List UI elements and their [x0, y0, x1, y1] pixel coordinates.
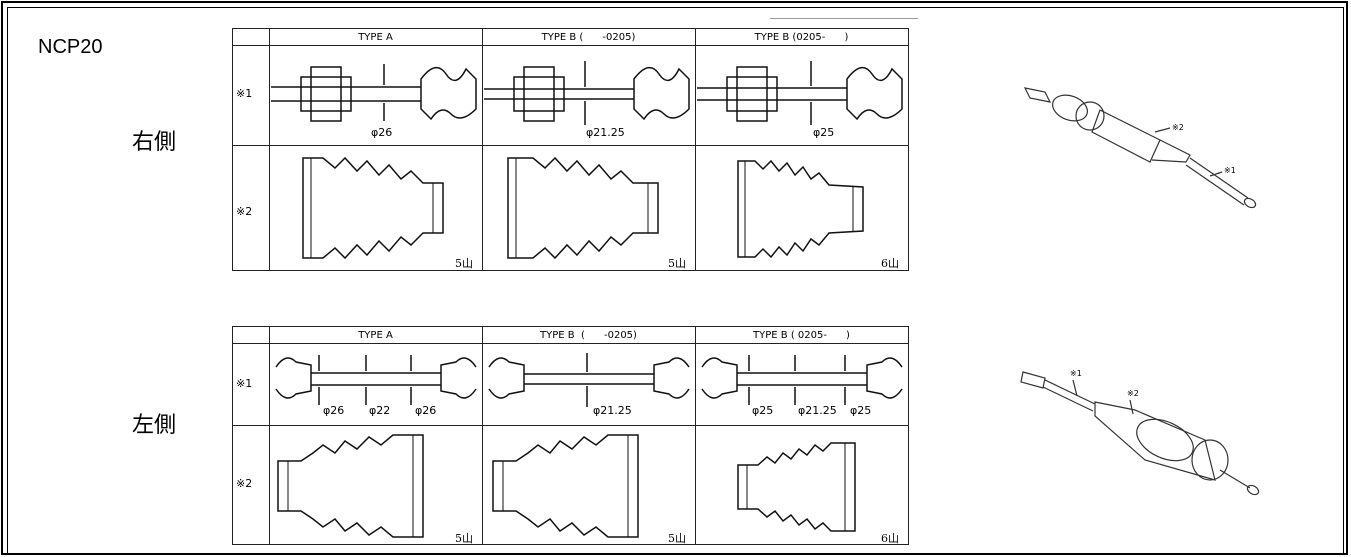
left-count-b-new: 6山: [881, 532, 899, 545]
left-drive-shaft-illustration: ※1 ※2: [1020, 369, 1260, 496]
left-dim-a-1: φ26: [323, 404, 345, 417]
left-shaft-drawing-b-old: [488, 353, 690, 407]
right-count-b-new: 6山: [881, 257, 899, 270]
right-count-a: 5山: [455, 257, 473, 270]
right-boot-drawing-b-old: [507, 156, 659, 260]
left-table: TYPE A TYPE B ( -0205) TYPE B ( 0205- ) …: [232, 326, 909, 545]
inner-frame: [7, 7, 1344, 555]
right-header-type-b-old: TYPE B ( -0205): [541, 32, 636, 43]
right-table: TYPE A TYPE B ( -0205) TYPE B (0205- ) ※…: [232, 28, 909, 271]
left-boot-drawing-b-new: [737, 442, 856, 532]
right-joint-drawing-b-old: [484, 61, 690, 125]
left-dim-b-new-1: φ25: [752, 404, 774, 417]
left-boot-drawing-a: [277, 434, 424, 538]
right-dim-a: φ26: [371, 126, 393, 139]
right-drive-shaft-illustration: ※2 ※1: [1023, 87, 1257, 209]
right-header-type-b-new: TYPE B (0205- ): [754, 32, 849, 43]
right-row-label-2: ※2: [236, 205, 253, 218]
model-label: NCP20: [38, 36, 103, 58]
top-rule: [770, 18, 918, 19]
left-dim-a-3: φ26: [415, 404, 437, 417]
right-count-b-old: 5山: [668, 257, 686, 270]
right-dim-b-old: φ21.25: [586, 126, 625, 139]
left-side-label: 左側: [132, 412, 177, 437]
right-dim-b-new: φ25: [813, 126, 835, 139]
left-boot-drawing-b-old: [492, 434, 639, 538]
left-count-a: 5山: [455, 532, 473, 545]
left-shaft-drawing-b-new: [701, 355, 903, 405]
right-header-type-a: TYPE A: [358, 32, 393, 43]
right-joint-drawing-a: [271, 64, 477, 122]
right-boot-drawing-a: [302, 156, 444, 260]
left-row-label-2: ※2: [236, 477, 253, 490]
left-row-label-1: ※1: [236, 377, 253, 390]
left-header-type-b-new: TYPE B ( 0205- ): [753, 330, 850, 341]
left-shaft-drawing-a: [275, 355, 477, 405]
left-count-b-old: 5山: [668, 532, 686, 545]
right-shaft-label-1: ※1: [1224, 166, 1236, 175]
left-shaft-label-2: ※2: [1127, 389, 1139, 398]
left-header-type-a: TYPE A: [358, 330, 393, 341]
left-header-type-b-old: TYPE B ( -0205): [540, 330, 637, 341]
left-dim-b-new-3: φ25: [850, 404, 872, 417]
left-dim-b-new-2: φ21.25: [798, 404, 837, 417]
left-shaft-label-1: ※1: [1070, 369, 1082, 378]
left-dim-b-old: φ21.25: [593, 404, 632, 417]
right-boot-drawing-b-new: [737, 159, 864, 259]
right-row-label-1: ※1: [236, 87, 253, 100]
right-side-label: 右側: [132, 129, 177, 154]
left-dim-a-2: φ22: [369, 404, 391, 417]
right-joint-drawing-b-new: [697, 61, 903, 125]
right-shaft-label-2: ※2: [1172, 123, 1184, 132]
